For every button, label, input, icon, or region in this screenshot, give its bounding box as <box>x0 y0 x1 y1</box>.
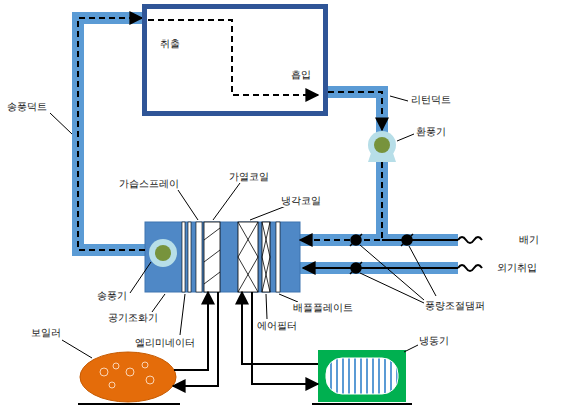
damper-symbol <box>401 234 413 246</box>
part-label: 에어필터 <box>256 320 298 332</box>
leader-line <box>390 96 408 101</box>
air-handling-unit <box>182 222 185 292</box>
boiler <box>78 352 180 404</box>
node-label: 환풍기 <box>415 126 447 138</box>
chiller <box>312 350 412 404</box>
boiler <box>80 352 176 402</box>
chiller <box>312 403 412 405</box>
damper-symbol <box>351 263 361 273</box>
node-label: 흡입 <box>290 69 312 81</box>
boiler <box>100 368 108 376</box>
leader-line <box>266 294 267 319</box>
flow-label: 외기취입 <box>496 262 538 274</box>
air-handling-unit <box>145 222 300 292</box>
exhaust-line <box>458 237 482 243</box>
air-handling-unit <box>145 222 300 292</box>
damper-symbol <box>350 262 362 274</box>
return-duct <box>326 92 382 240</box>
flow-label: 배기 <box>518 234 540 246</box>
leader-line <box>397 134 414 141</box>
air-flow-arrow <box>328 92 382 130</box>
air-handling-unit <box>238 222 258 292</box>
part-label: 냉각코일 <box>280 195 322 207</box>
exhaust-fan-box: 환풍기 <box>368 130 397 162</box>
leader-line <box>180 294 185 335</box>
node-label: 냉동기 <box>418 335 450 347</box>
leader-line <box>62 340 92 358</box>
intake-line <box>458 265 482 271</box>
chiller <box>326 358 398 394</box>
supply-duct <box>78 18 146 250</box>
air-handling-unit <box>262 222 270 292</box>
room-box: 취출흡입 <box>142 4 328 116</box>
leader-line <box>152 294 165 312</box>
air-handling-unit-box: 공기조화기 <box>145 222 300 292</box>
boiler <box>142 362 148 368</box>
air-handling-unit <box>204 228 220 284</box>
air-handling-unit <box>196 222 202 292</box>
node-label: 공기조화기 <box>107 312 159 324</box>
leader-line <box>50 113 72 134</box>
exhaust-intake-duct <box>300 262 458 274</box>
room-air-path <box>148 20 318 95</box>
air-handling-unit <box>188 222 191 292</box>
air-handling-unit <box>149 239 177 267</box>
leader-line <box>360 273 424 303</box>
exhaust-intake-duct <box>300 240 458 268</box>
boiler <box>78 403 180 405</box>
boiler <box>109 382 115 388</box>
exhaust-fan <box>374 137 390 153</box>
leader-line <box>279 294 298 302</box>
intake-line <box>303 267 458 269</box>
duct-label: 리턴덕트 <box>410 94 452 106</box>
chiller <box>318 350 406 402</box>
boiler-box: 보일러 <box>80 352 176 402</box>
exhaust-fan <box>368 131 396 162</box>
part-label: 풍량조절댐퍼 <box>424 300 486 312</box>
part-label: 가열코일 <box>228 171 270 183</box>
air-handling-unit <box>238 222 258 292</box>
exhaust-line <box>382 237 482 243</box>
part-label: 엘리미네이터 <box>134 337 196 349</box>
leader-line <box>130 262 151 293</box>
node-label: 취출 <box>159 38 181 50</box>
boiler <box>113 363 119 369</box>
leader-line <box>404 345 418 352</box>
exhaust-line <box>382 239 458 241</box>
air-handling-unit <box>276 222 280 292</box>
leader-line <box>178 190 198 220</box>
node-label: 보일러 <box>30 327 62 339</box>
boiler <box>146 376 154 384</box>
damper-symbol <box>402 235 412 245</box>
supply-duct <box>78 18 146 250</box>
chiller-box: 냉동기 <box>318 350 406 402</box>
air-flow-arrow <box>78 18 145 250</box>
air-handling-unit <box>155 245 171 261</box>
air-handling-unit <box>204 222 220 292</box>
intake-line <box>303 265 482 271</box>
duct-label: 송풍덕트 <box>6 101 48 113</box>
return-duct <box>326 92 382 240</box>
pipe-line <box>174 292 208 370</box>
leader-line <box>250 206 286 220</box>
leader-line <box>409 246 436 296</box>
exhaust-fan <box>368 131 396 159</box>
boiler <box>126 368 134 376</box>
part-label: 가습스프레이 <box>118 178 180 190</box>
leader-line <box>213 183 240 220</box>
leader-line <box>360 245 424 300</box>
air-handling-unit <box>262 222 270 292</box>
part-label: 송풍기 <box>96 290 128 302</box>
part-label: 배플플레이트 <box>292 302 354 314</box>
